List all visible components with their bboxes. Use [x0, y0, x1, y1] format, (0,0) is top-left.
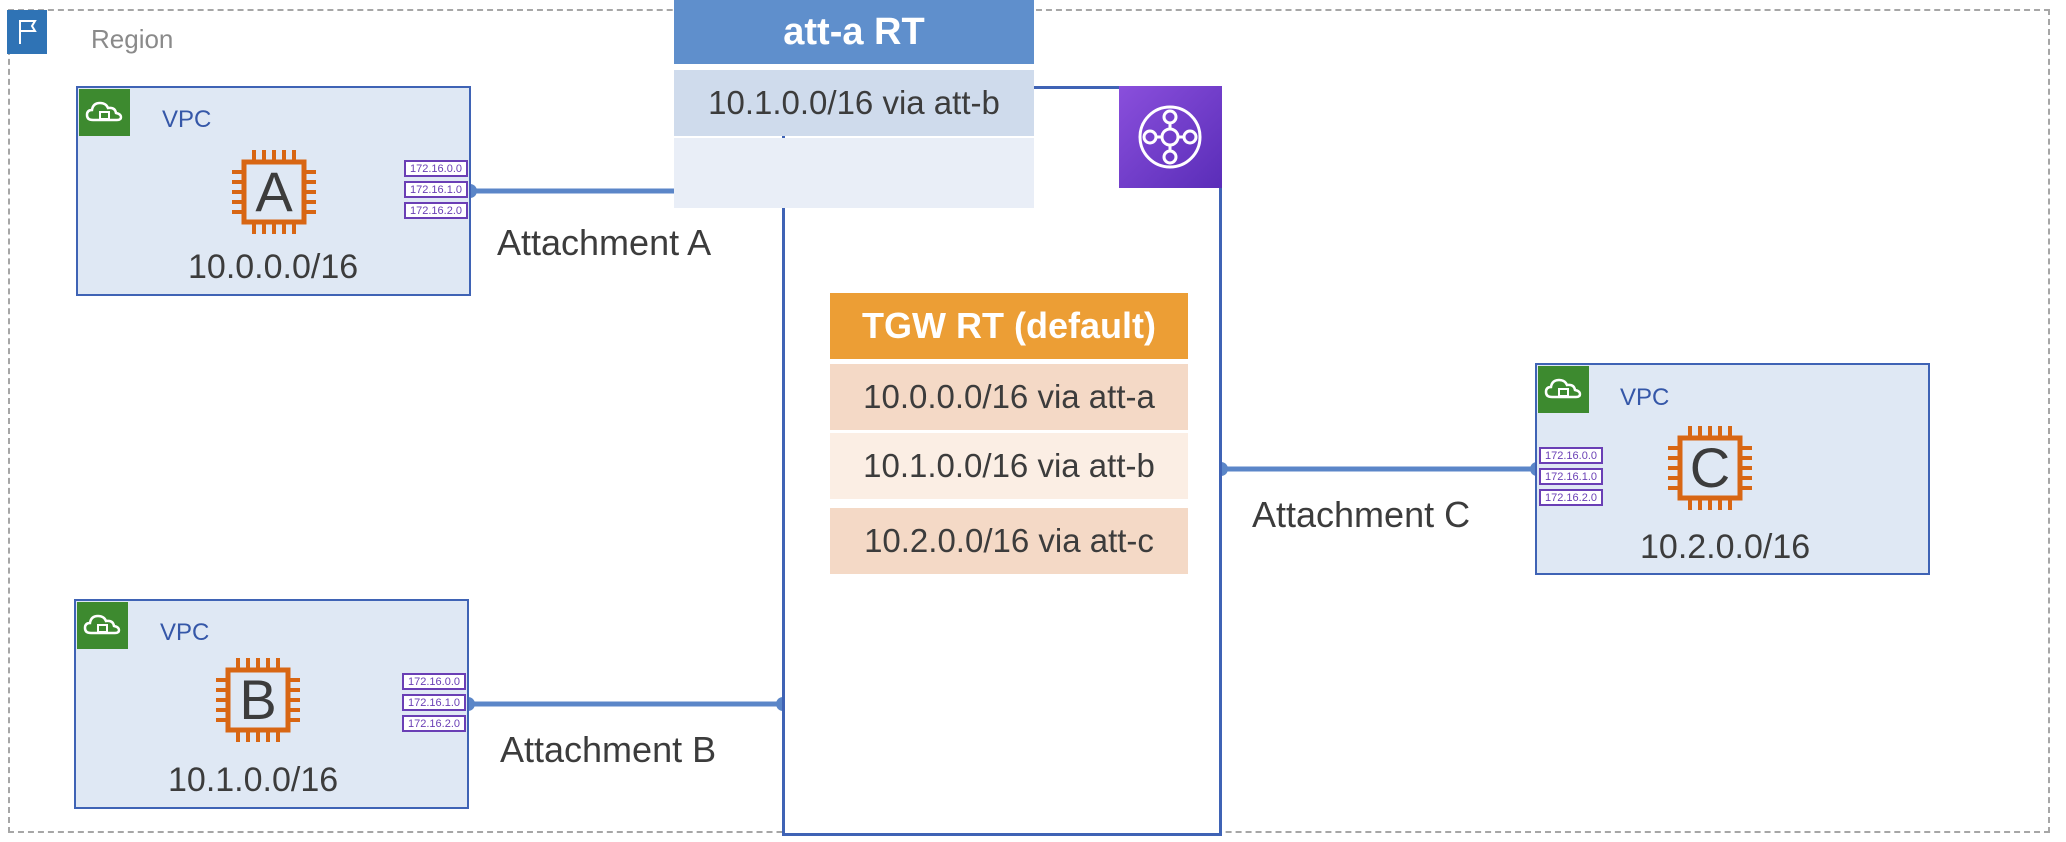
- transit-gateway-icon: [1119, 86, 1222, 188]
- vpc-cloud-lock-icon: [1538, 366, 1589, 413]
- region-label: Region: [91, 24, 174, 54]
- vpc-label: VPC: [160, 619, 210, 646]
- att-a-route-row: 10.1.0.0/16 via att-b: [674, 70, 1034, 136]
- vpc-cidr: 10.2.0.0/16: [1640, 528, 1811, 566]
- tgw-route-row: 10.0.0.0/16 via att-a: [830, 364, 1188, 430]
- vpc-label: VPC: [1620, 384, 1670, 411]
- att-a-route-table-title: att-a RT: [674, 0, 1034, 64]
- ec2-instance-icon: [230, 148, 318, 236]
- instance-letter: B: [239, 668, 277, 731]
- instance-letter: A: [255, 160, 293, 223]
- attachment-label: Attachment B: [500, 729, 717, 770]
- att-a-route-row: [674, 138, 1034, 208]
- vpc-cloud-lock-icon: [77, 602, 128, 649]
- vpc-cloud-lock-icon: [79, 89, 130, 136]
- subnet-interface-icon: 172.16.0.0 172.16.1.0 172.16.2.0: [404, 160, 468, 219]
- subnet-interface-icon: 172.16.0.0 172.16.1.0 172.16.2.0: [1539, 447, 1603, 506]
- region-flag-icon: [7, 10, 47, 54]
- tgw-route-row: 10.2.0.0/16 via att-c: [830, 508, 1188, 574]
- vpc-cidr: 10.0.0.0/16: [188, 248, 359, 286]
- attachment-label: Attachment C: [1252, 494, 1471, 535]
- vpc-label: VPC: [162, 106, 212, 133]
- subnet-interface-icon: 172.16.0.0 172.16.1.0 172.16.2.0: [402, 673, 466, 732]
- attachment-label: Attachment A: [497, 222, 712, 263]
- vpc-cidr: 10.1.0.0/16: [168, 761, 339, 799]
- tgw-route-row: 10.1.0.0/16 via att-b: [830, 433, 1188, 499]
- instance-letter: C: [1689, 436, 1731, 499]
- tgw-route-table-title: TGW RT (default): [830, 293, 1188, 359]
- ec2-instance-icon: [1666, 424, 1754, 512]
- ec2-instance-icon: [214, 656, 302, 744]
